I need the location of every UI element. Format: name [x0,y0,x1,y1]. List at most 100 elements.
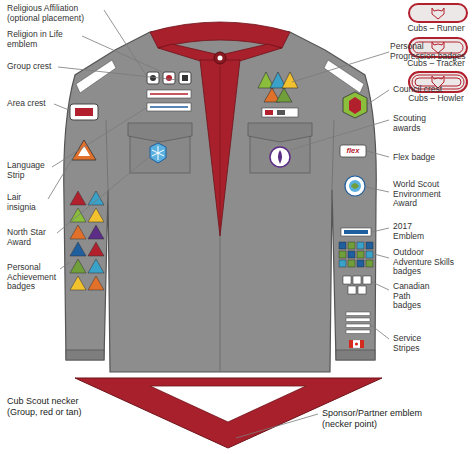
lair-insignia [409,4,467,22]
sleeve-badges [358,286,366,294]
sleeve-badges [349,97,361,114]
sleeve-badges [357,251,364,258]
leader-line [60,262,70,269]
sleeve-badges [345,176,365,196]
chest-badges [282,72,298,88]
sleeve-badges [72,140,96,160]
callout-label: Cub Scout necker (Group, red or tan) [7,396,99,417]
sleeve-badges [348,251,355,258]
leader-line [58,67,178,80]
leader-line [368,90,389,104]
sleeve-badges [70,225,86,239]
necker [218,56,223,61]
leader-line [367,151,389,157]
callout-label: Outdoor Adventure Skills badges [393,248,455,277]
sleeve-badges [70,242,86,256]
sleeve-badges [88,242,104,256]
callout-label: Area crest [7,99,67,109]
leader-line [54,104,69,110]
sleeve-badges [75,108,93,116]
sleeve-badges [70,104,104,290]
chest-badges [147,90,191,98]
callout-label: Service Stripes [393,334,439,353]
sleeve-badges [357,242,364,249]
leader-line [48,156,74,199]
sleeve-badges [348,286,356,294]
leader-line [366,187,389,192]
leader-line [52,108,146,167]
callout-label: World Scout Environment Award [393,180,453,209]
shirt [332,120,334,190]
sleeve-badges [346,318,370,322]
sleeve-badges [349,340,364,348]
callout-label: Flex badge [393,153,463,163]
sleeve-badges [366,251,373,258]
sleeve-badges [341,228,371,236]
sleeve-badges [355,342,358,345]
insignia-label: Cubs – Runner [402,24,470,34]
sleeve-badges [88,208,104,222]
sleeve-badges [339,242,346,249]
chest-badges [163,72,175,84]
chest-badges [150,93,188,95]
shirt [128,123,192,142]
chest-badges [166,75,172,81]
shirt [66,350,104,360]
callout-label: Language Strip [7,161,52,180]
chest-badges [265,110,273,115]
callout-label: 2017 Emblem [393,222,439,241]
leader-line [48,10,389,438]
shirt [106,120,108,190]
sleeve-badges [366,260,373,267]
lair-insignia [432,8,444,19]
chest-badges [182,75,188,81]
sleeve-badges [88,225,104,239]
chest-badges [278,150,282,164]
sleeve-badges [88,276,104,290]
leader-line [371,325,389,339]
shirt [64,32,377,372]
callout-label: Scouting awards [393,114,445,133]
shirt [64,32,377,372]
callout-label: Lair insignia [7,193,47,212]
sleeve-badges [346,312,370,316]
leader-line [374,254,389,258]
sleeve-badges [340,145,366,157]
shirt [324,60,364,93]
sleeve-badges [360,340,364,348]
callout-label: Sponsor/Partner emblem (necker point) [322,408,450,429]
insignia-label: Cubs – Howler [402,94,470,104]
sleeve-badges [348,260,355,267]
necker [220,66,221,228]
callout-label: Personal Progression badges [390,42,470,61]
sleeve-badges [78,146,90,156]
sleeve-badges [70,259,86,273]
callout-label: Personal Achievement badges [7,263,63,292]
sleeve-badges [343,92,367,118]
callout-label: Canadian Path badges [393,282,439,311]
sleeve-badges [349,180,361,192]
sleeve-badges [349,340,353,348]
chest-badges [179,72,191,84]
leader-line [104,10,146,75]
chest-badges [277,110,285,115]
sleeve-badges [348,242,355,249]
sleeve-badges [363,276,371,284]
sleeve-badges [346,324,370,328]
sleeve-badges [70,104,98,120]
shirt [248,123,312,142]
callout-label: Council crest [393,85,465,95]
leader-line [82,36,162,72]
leader-line [372,228,389,232]
callout-label: Religious Affiliation (optional placemen… [7,4,102,23]
sleeve-badges [366,242,373,249]
leader-line [236,414,318,438]
chest-badges [147,103,191,111]
leader-line [372,282,389,290]
sleeve-badges [88,191,104,205]
shirt [336,350,375,360]
callout-label: Religion in Life emblem [7,30,79,49]
sleeve-badges [339,251,346,258]
chest-badges [270,147,290,167]
